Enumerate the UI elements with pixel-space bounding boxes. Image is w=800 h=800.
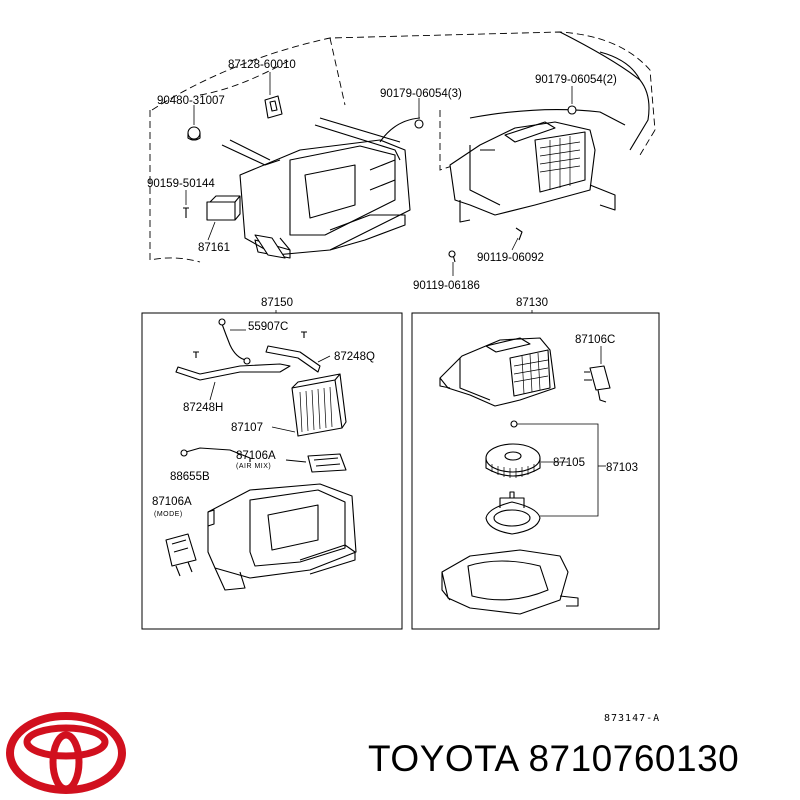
label-87106A-air-mix: 87106A [236,450,276,462]
label-90159-50144: 90159-50144 [147,178,215,190]
label-87107: 87107 [231,422,263,434]
label-90480-31007: 90480-31007 [157,95,225,107]
blower-parts-right [439,337,611,615]
label-87105: 87105 [553,457,585,469]
leaders-top [185,72,573,276]
frame-87150 [141,312,403,630]
label-87128-60010: 87128-60010 [228,59,296,71]
heater-unit-top [206,117,421,259]
toyota-logo-icon [6,712,126,794]
frame-87130 [411,312,660,630]
label-90119-06186: 90119-06186 [413,280,480,292]
label-87106A-mode: 87106A [152,496,192,508]
label-90179-06054-3: 90179-06054(3) [380,88,462,100]
label-air-mix: (AIR MIX) [236,463,271,470]
label-55907C: 55907C [248,321,288,333]
label-87248H: 87248H [183,402,223,414]
dashboard-outline [149,31,656,263]
reference-code: 873147-A [604,713,660,724]
part-number: 8710760130 [528,738,740,779]
fasteners-top [183,95,577,263]
label-90119-06092: 90119-06092 [477,252,544,264]
label-87130: 87130 [516,297,548,309]
label-87106C: 87106C [575,334,615,346]
footer-brand-part: TOYOTA 8710760130 [368,738,739,780]
blower-unit-top [449,121,616,223]
brand-name: TOYOTA [368,738,518,779]
label-87161: 87161 [198,242,230,254]
label-87248Q: 87248Q [334,351,375,363]
label-90179-06054-2: 90179-06054(2) [535,74,617,86]
label-mode: (MODE) [154,511,183,518]
heater-parts-left [165,318,357,591]
label-87150: 87150 [261,297,293,309]
label-88655B: 88655B [170,471,210,483]
label-87103: 87103 [606,462,638,474]
